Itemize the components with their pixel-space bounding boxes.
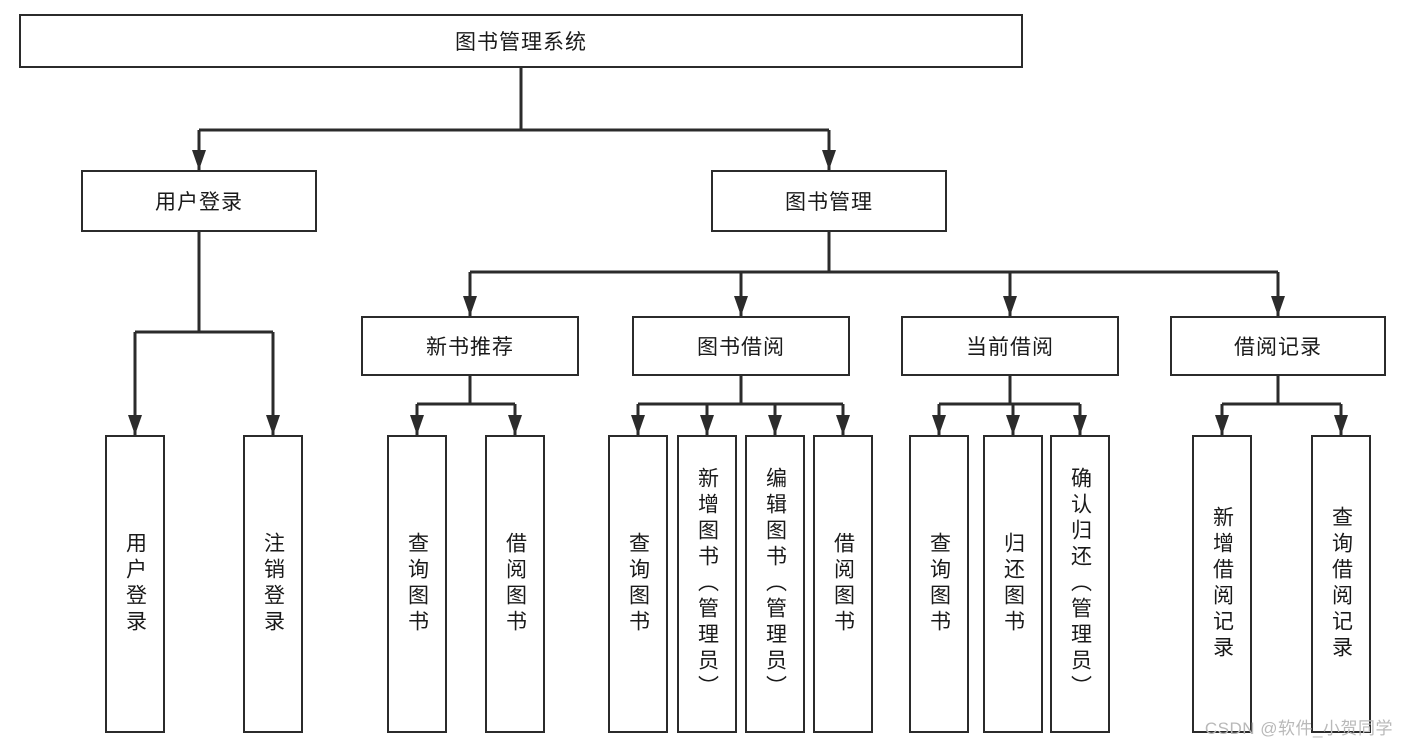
arrowhead-icon xyxy=(463,296,477,316)
arrowhead-icon xyxy=(1006,415,1020,435)
node-label: 新书推荐 xyxy=(426,336,514,359)
node-label: 查询图书 xyxy=(405,532,429,636)
arrowhead-icon xyxy=(266,415,280,435)
node-leaf_return[interactable]: 归还图书 xyxy=(983,435,1043,733)
arrowhead-icon xyxy=(1271,296,1285,316)
arrowhead-icon xyxy=(700,415,714,435)
arrowhead-icon xyxy=(768,415,782,435)
arrowhead-icon xyxy=(192,150,206,170)
node-current_borrow[interactable]: 当前借阅 xyxy=(901,316,1119,376)
node-leaf_user_login[interactable]: 用户登录 xyxy=(105,435,165,733)
node-leaf_q_rec[interactable]: 查询借阅记录 xyxy=(1311,435,1371,733)
arrowhead-icon xyxy=(836,415,850,435)
node-label: 用户登录 xyxy=(155,191,243,214)
node-label: 新增图书（管理员） xyxy=(695,467,719,701)
arrowhead-icon xyxy=(822,150,836,170)
arrowhead-icon xyxy=(1003,296,1017,316)
node-book_borrow[interactable]: 图书借阅 xyxy=(632,316,850,376)
arrowhead-icon xyxy=(1215,415,1229,435)
node-label: 新增借阅记录 xyxy=(1210,506,1234,662)
node-label: 查询图书 xyxy=(927,532,951,636)
arrowhead-icon xyxy=(1334,415,1348,435)
node-label: 图书管理 xyxy=(785,191,873,214)
node-label: 借阅图书 xyxy=(503,532,527,636)
node-label: 用户登录 xyxy=(123,532,147,636)
node-leaf_borrow_2[interactable]: 借阅图书 xyxy=(813,435,873,733)
node-label: 确认归还（管理员） xyxy=(1068,467,1092,701)
node-label: 图书借阅 xyxy=(697,336,785,359)
node-label: 编辑图书（管理员） xyxy=(763,467,787,701)
node-user_login[interactable]: 用户登录 xyxy=(81,170,317,232)
node-label: 借阅图书 xyxy=(831,532,855,636)
node-root[interactable]: 图书管理系统 xyxy=(19,14,1023,68)
arrowhead-icon xyxy=(932,415,946,435)
node-label: 归还图书 xyxy=(1001,532,1025,636)
node-leaf_edit_book[interactable]: 编辑图书（管理员） xyxy=(745,435,805,733)
arrowhead-icon xyxy=(734,296,748,316)
node-leaf_logout[interactable]: 注销登录 xyxy=(243,435,303,733)
arrowhead-icon xyxy=(508,415,522,435)
node-label: 当前借阅 xyxy=(966,336,1054,359)
node-new_book_rec[interactable]: 新书推荐 xyxy=(361,316,579,376)
node-leaf_q_book_3[interactable]: 查询图书 xyxy=(909,435,969,733)
watermark-text: CSDN @软件_小贺同学 xyxy=(1204,719,1393,738)
node-label: 图书管理系统 xyxy=(455,31,587,54)
node-leaf_add_book[interactable]: 新增图书（管理员） xyxy=(677,435,737,733)
node-leaf_conf_ret[interactable]: 确认归还（管理员） xyxy=(1050,435,1110,733)
node-label: 查询图书 xyxy=(626,532,650,636)
node-leaf_borrow_1[interactable]: 借阅图书 xyxy=(485,435,545,733)
node-leaf_add_rec[interactable]: 新增借阅记录 xyxy=(1192,435,1252,733)
node-leaf_q_book_2[interactable]: 查询图书 xyxy=(608,435,668,733)
arrowhead-icon xyxy=(128,415,142,435)
arrowhead-icon xyxy=(631,415,645,435)
node-leaf_q_book_1[interactable]: 查询图书 xyxy=(387,435,447,733)
arrowhead-icon xyxy=(1073,415,1087,435)
node-label: 查询借阅记录 xyxy=(1329,506,1353,662)
node-borrow_record[interactable]: 借阅记录 xyxy=(1170,316,1386,376)
node-label: 借阅记录 xyxy=(1234,336,1322,359)
node-book_mgmt[interactable]: 图书管理 xyxy=(711,170,947,232)
node-label: 注销登录 xyxy=(261,532,285,636)
arrowhead-icon xyxy=(410,415,424,435)
